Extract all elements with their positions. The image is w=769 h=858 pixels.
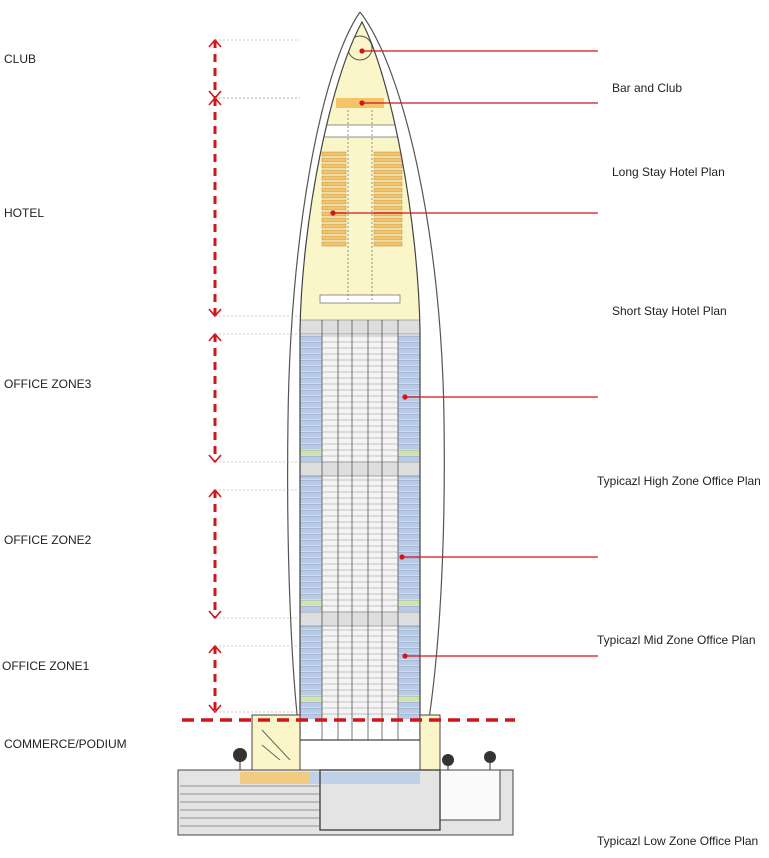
zone-label-hotel: HOTEL xyxy=(4,206,45,220)
office-floors xyxy=(300,319,420,719)
zone-label-office1: OFFICE ZONE1 xyxy=(2,659,90,673)
zone-brackets xyxy=(208,38,300,714)
outer-fin-outline-left xyxy=(287,11,361,741)
zone-label-podium: COMMERCE/PODIUM xyxy=(4,737,127,751)
plan-label-bar: Bar and Club xyxy=(612,81,683,95)
zone-label-office2: OFFICE ZONE2 xyxy=(4,533,92,547)
plan-label-low: Typicazl Low Zone Office Plan xyxy=(597,834,759,848)
hotel-lobby xyxy=(319,294,401,304)
plan-label-mid: Typicazl Mid Zone Office Plan xyxy=(597,633,756,647)
plan-label-high: Typicazl High Zone Office Plan xyxy=(597,474,761,488)
club-dome xyxy=(347,35,373,61)
plan-callouts xyxy=(330,48,598,659)
sky-lobby xyxy=(319,124,401,138)
podium xyxy=(177,714,514,836)
zone-label-office3: OFFICE ZONE3 xyxy=(4,377,92,391)
core-shafts xyxy=(321,320,399,740)
plan-label-longstay: Long Stay Hotel Plan xyxy=(612,165,725,179)
tower-outline xyxy=(299,20,421,741)
zone-label-club: CLUB xyxy=(4,52,37,66)
hotel-floors xyxy=(321,151,403,247)
outer-fin-outline xyxy=(359,11,445,761)
plan-label-shortstay: Short Stay Hotel Plan xyxy=(612,304,727,318)
tower-body xyxy=(300,22,420,740)
